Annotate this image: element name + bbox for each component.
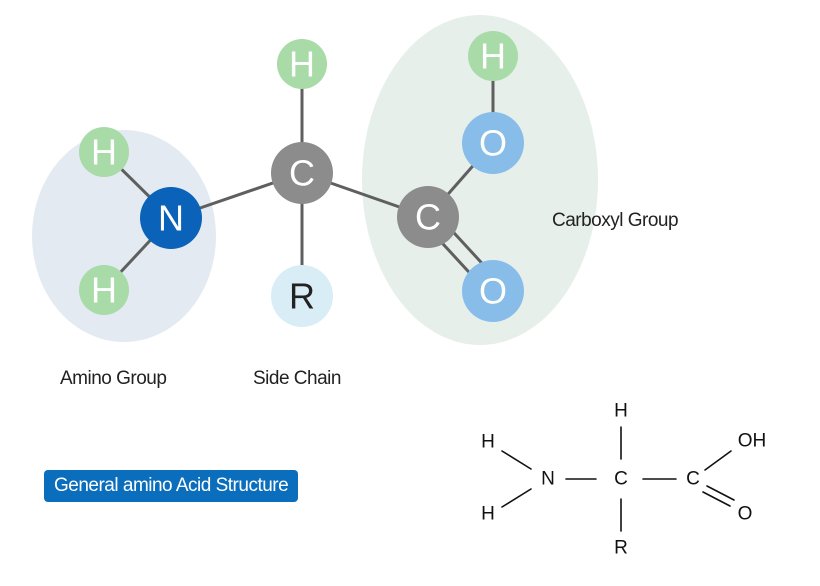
formula-bond-c-o-1: [702, 491, 731, 507]
label-carboxyl-group: Carboxyl Group: [552, 210, 678, 231]
atom-o-hydroxyl: O: [462, 112, 524, 174]
atom-n-amino: N: [140, 187, 202, 249]
svg-text:C: C: [415, 197, 441, 238]
formula-c-alpha: C: [614, 469, 628, 490]
svg-text:H: H: [480, 36, 506, 77]
atom-c-alpha: C: [271, 142, 333, 204]
formula-bonds: [501, 426, 735, 532]
atom-h-amino-upper: H: [79, 127, 129, 177]
svg-text:O: O: [479, 271, 507, 312]
svg-text:O: O: [479, 123, 507, 164]
atom-c-carboxyl: C: [397, 186, 459, 248]
formula-c-carboxyl: C: [686, 469, 700, 490]
formula-bond-c-o-2: [706, 485, 735, 501]
formula-n: N: [541, 469, 555, 490]
formula-h-top: H: [614, 401, 628, 422]
svg-text:N: N: [158, 198, 184, 239]
svg-text:R: R: [289, 276, 315, 317]
label-amino-group: Amino Group: [60, 368, 166, 389]
svg-text:C: C: [289, 153, 315, 194]
svg-text:H: H: [91, 132, 117, 173]
svg-text:H: H: [289, 44, 315, 85]
amino-group-region: [32, 130, 216, 342]
formula-h-upper-left: H: [481, 432, 495, 453]
label-side-chain: Side Chain: [253, 368, 341, 389]
svg-text:H: H: [91, 270, 117, 311]
atom-h-hydroxyl: H: [468, 31, 518, 81]
atom-h-top: H: [277, 39, 327, 89]
formula-bond-h-n-upper: [501, 450, 532, 470]
formula-r-bottom: R: [614, 538, 628, 559]
formula-bond-c-oh: [704, 450, 732, 471]
formula-oh: OH: [738, 431, 767, 452]
formula-bond-h-n-lower: [501, 488, 532, 508]
structural-formula: H H N H C R C OH O: [481, 401, 766, 559]
carboxyl-group-region: [362, 15, 598, 345]
formula-o: O: [738, 504, 753, 525]
formula-h-lower-left: H: [481, 504, 495, 525]
general-structure-badge: General amino Acid Structure: [44, 470, 299, 502]
atom-h-amino-lower: H: [79, 265, 129, 315]
atom-o-carbonyl: O: [462, 260, 524, 322]
atom-r-side-chain: R: [271, 265, 333, 327]
